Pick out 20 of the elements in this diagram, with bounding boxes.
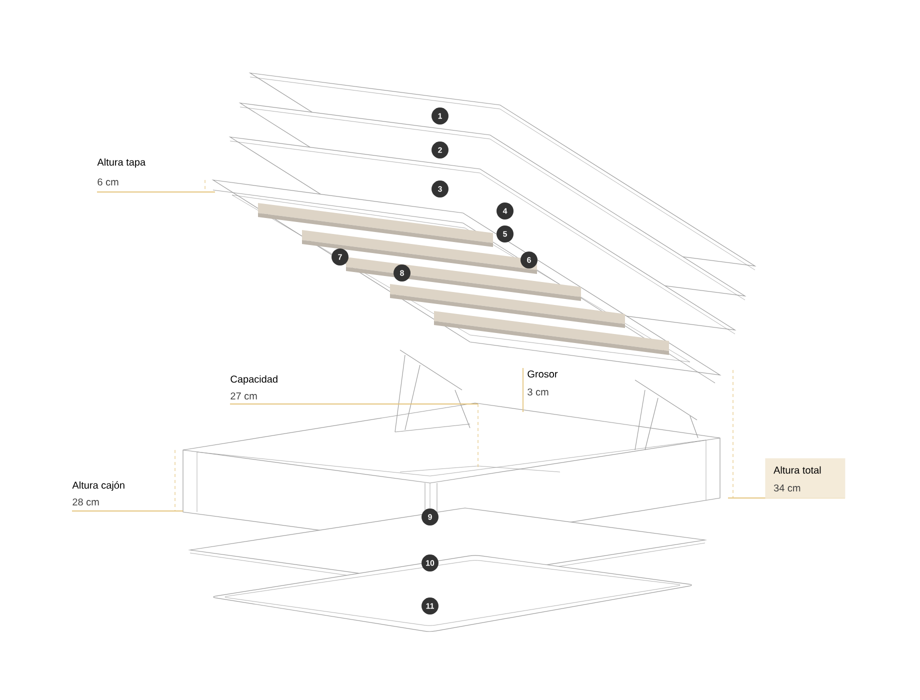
callout-number: 5 <box>496 226 514 242</box>
callout-number: 10 <box>422 554 438 572</box>
dimension-value: 3 cm <box>528 388 548 396</box>
callout-number: 9 <box>422 508 438 526</box>
dimension-name: Altura cajón <box>72 481 124 491</box>
dimension-label: Altura total 34 cm <box>765 458 846 498</box>
callout-number: 2 <box>432 142 448 158</box>
dimension-value: 27 cm <box>230 392 257 400</box>
dimension-name: Capacidad <box>230 375 278 385</box>
dimension-name: Altura tapa <box>97 158 146 168</box>
callout-number: 1 <box>432 108 448 124</box>
dimension-value: 28 cm <box>72 498 99 506</box>
callout-number: 3 <box>432 180 448 198</box>
callout-number: 4 <box>496 202 514 220</box>
callout-number: 7 <box>332 248 348 266</box>
callout-number: 11 <box>422 598 438 614</box>
callout-number: 6 <box>520 252 538 268</box>
callout-number: 8 <box>394 264 410 282</box>
dimension-name: Grosor <box>528 370 558 378</box>
dimension-value: 6 cm <box>98 178 118 186</box>
